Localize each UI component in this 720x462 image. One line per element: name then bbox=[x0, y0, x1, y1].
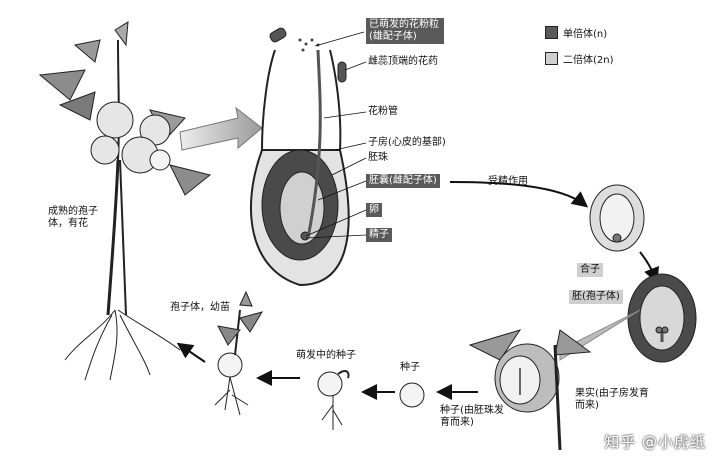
diploid-swatch bbox=[545, 52, 558, 65]
label-ovary: 子房(心皮的基部) bbox=[368, 137, 446, 148]
seed-illustration bbox=[399, 382, 425, 408]
label-sporophyte-seedling: 孢子体，幼苗 bbox=[170, 302, 230, 313]
fertilization-arrow bbox=[449, 181, 589, 208]
label-germinating-seed: 萌发中的种子 bbox=[296, 350, 356, 361]
pistil-cross-section bbox=[250, 27, 350, 287]
label-anther: 雌蕊顶端的花药 bbox=[368, 56, 438, 67]
zygote-illustration bbox=[589, 184, 645, 252]
mature-plant-illustration bbox=[38, 21, 212, 381]
fruit-illustration bbox=[468, 329, 592, 451]
label-pollen-tube: 花粉管 bbox=[368, 106, 398, 117]
label-sperm: 精子 bbox=[366, 228, 392, 242]
label-embryo: 胚(孢子体) bbox=[569, 290, 623, 304]
label-ovule: 胚珠 bbox=[368, 152, 388, 163]
label-mature-sporophyte: 成熟的孢子体，有花 bbox=[48, 206, 98, 229]
label-fertilization: 受精作用 bbox=[488, 176, 528, 187]
label-embryo-sac: 胚囊(雌配子体) bbox=[366, 174, 440, 188]
seedling-illustration bbox=[214, 290, 264, 416]
label-zygote: 合子 bbox=[577, 263, 603, 277]
legend-diploid: 二倍体(2n) bbox=[545, 51, 614, 66]
label-fruit: 果实(由子房发育而来) bbox=[575, 388, 649, 411]
legend-haploid-label: 单倍体(n) bbox=[563, 29, 608, 40]
label-germinated-pollen: 已萌发的花粉粒(雄配子体) bbox=[366, 18, 444, 44]
legend-diploid-label: 二倍体(2n) bbox=[563, 55, 614, 66]
label-seed-from-ovule: 种子(由胚珠发育而来) bbox=[440, 405, 504, 428]
haploid-swatch bbox=[545, 26, 558, 39]
embryo-illustration bbox=[627, 273, 697, 363]
label-seed: 种子 bbox=[400, 362, 420, 373]
label-egg: 卵 bbox=[366, 203, 382, 217]
watermark: 知乎 @小虎纸 bbox=[604, 433, 706, 451]
legend-haploid: 单倍体(n) bbox=[545, 25, 607, 40]
zoom-arrow bbox=[179, 106, 263, 151]
germinating-seed-illustration bbox=[317, 370, 350, 430]
pistil-leader-lines bbox=[305, 31, 367, 239]
